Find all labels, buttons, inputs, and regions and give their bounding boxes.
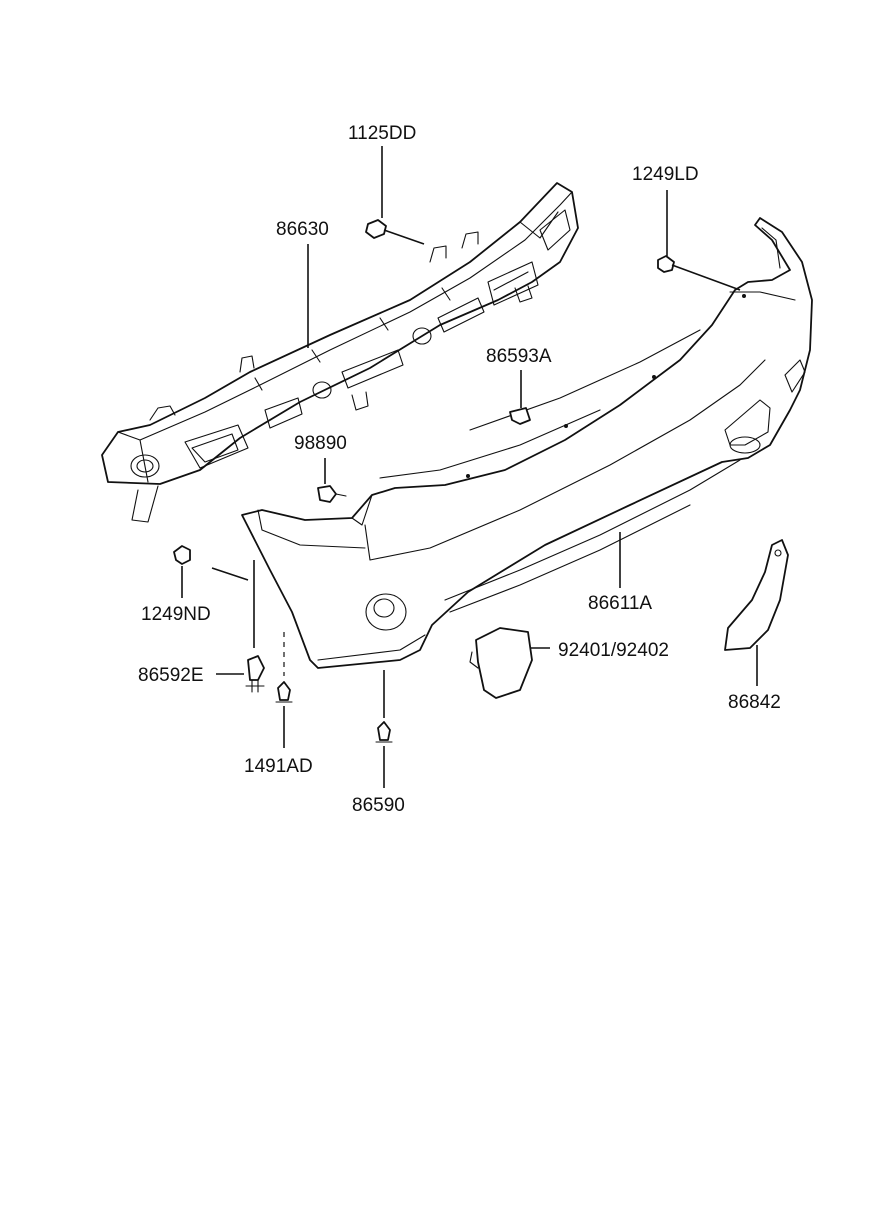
label-1249LD: 1249LD [632, 164, 699, 185]
label-1249ND: 1249ND [141, 604, 211, 625]
label-98890: 98890 [294, 433, 347, 454]
bumper-cover-86611A [241, 217, 813, 669]
bolt-1125DD [365, 219, 425, 245]
label-1491AD: 1491AD [244, 756, 313, 777]
leader-lines [181, 146, 758, 788]
part-labels: 1125DD 86630 1249LD 86593A 98890 1249ND … [138, 123, 781, 816]
clip-1491AD [275, 681, 293, 703]
bumper-beam-86630 [101, 182, 579, 523]
screw-1249LD [657, 255, 741, 291]
clip-86592E [245, 655, 265, 693]
molding-86842 [724, 539, 789, 651]
label-92401-92402: 92401/92402 [558, 640, 669, 661]
clip-86590 [375, 721, 393, 743]
screw-1249ND [173, 545, 191, 565]
cap-92401-92402 [469, 627, 533, 699]
label-86590: 86590 [352, 795, 405, 816]
label-86630: 86630 [276, 219, 329, 240]
label-86611A: 86611A [588, 593, 652, 614]
label-86842: 86842 [728, 692, 781, 713]
clip-86593A [509, 407, 531, 425]
label-1125DD: 1125DD [348, 123, 416, 144]
clip-98890 [317, 485, 347, 503]
label-86592E: 86592E [138, 665, 204, 686]
label-86593A: 86593A [486, 346, 552, 367]
